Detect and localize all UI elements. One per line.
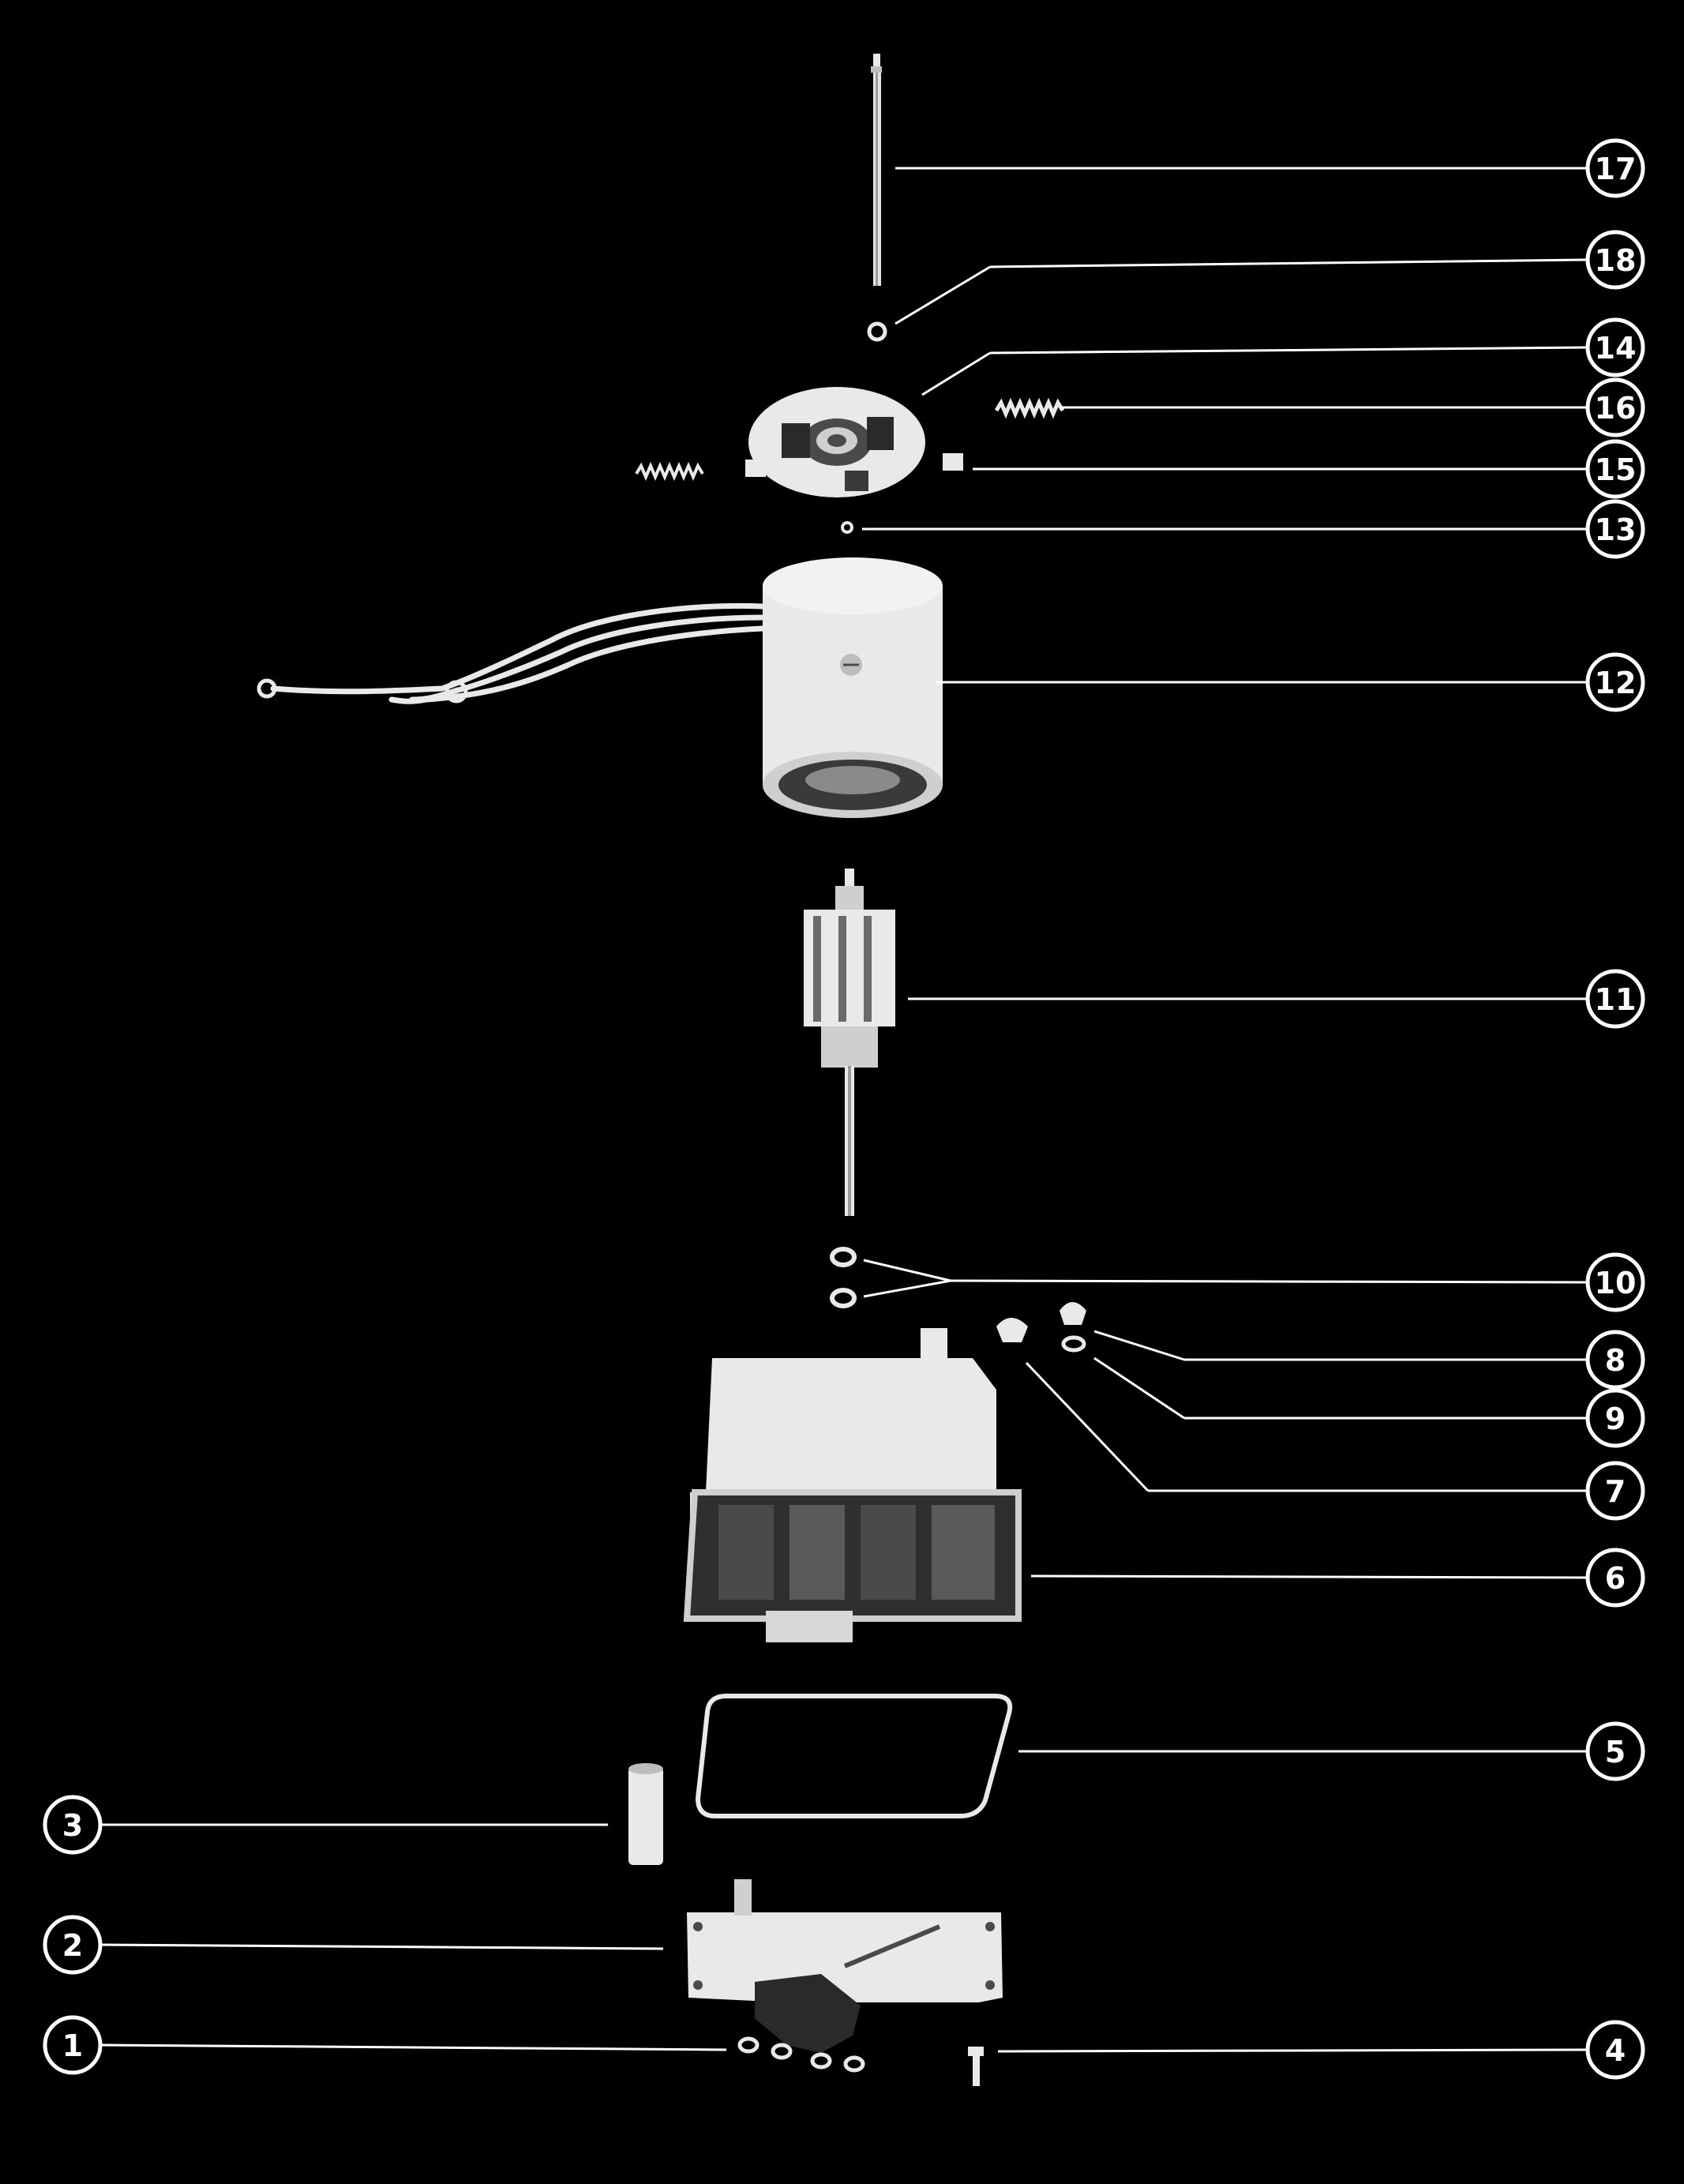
part-17-rod <box>871 54 882 286</box>
callout-15: 15 <box>1585 439 1645 499</box>
callout-15-label: 15 <box>1595 452 1637 487</box>
callout-2-label: 2 <box>62 1928 83 1963</box>
part-14-brush-plate <box>748 387 925 497</box>
callout-3: 3 <box>43 1795 103 1855</box>
callout-9-label: 9 <box>1605 1402 1626 1436</box>
callout-3-label: 3 <box>62 1808 83 1843</box>
leader-lines <box>100 167 1588 2053</box>
callout-16: 16 <box>1585 377 1645 437</box>
part-1-rings <box>737 2036 865 2073</box>
callout-8-label: 8 <box>1605 1343 1626 1378</box>
part-8-cap <box>1060 1302 1086 1325</box>
callout-2: 2 <box>43 1915 103 1975</box>
part-3-roller <box>628 1763 663 1865</box>
callout-5: 5 <box>1585 1721 1645 1781</box>
callout-13: 13 <box>1585 499 1645 559</box>
callout-10-label: 10 <box>1595 1266 1637 1300</box>
part-6-housing <box>683 1328 1022 1642</box>
callout-4: 4 <box>1585 2020 1645 2080</box>
callout-8: 8 <box>1585 1330 1645 1390</box>
part-12-motor-frame <box>763 557 943 818</box>
callout-6-label: 6 <box>1605 1561 1626 1596</box>
part-13-washer <box>841 521 853 534</box>
callout-4-label: 4 <box>1605 2033 1626 2068</box>
callout-9: 9 <box>1585 1388 1645 1448</box>
part-5-gasket <box>695 1694 1013 1818</box>
part-11-armature <box>804 869 895 1216</box>
callout-12: 12 <box>1585 652 1645 712</box>
part-15-brushes <box>745 453 963 477</box>
part-12-lead-terminals <box>257 678 468 704</box>
callout-11-label: 11 <box>1595 982 1637 1017</box>
callout-12-label: 12 <box>1595 666 1637 700</box>
callout-10: 10 <box>1585 1252 1645 1312</box>
callout-1: 1 <box>43 2015 103 2075</box>
part-16-spring <box>994 397 1065 419</box>
callout-18-label: 18 <box>1595 243 1637 278</box>
callout-13-label: 13 <box>1595 512 1637 547</box>
part-2-cover-plate <box>687 1879 1003 2053</box>
part-12-lead-wires <box>270 602 766 704</box>
callout-7-label: 7 <box>1605 1474 1626 1509</box>
part-15-spring <box>635 461 704 482</box>
callout-6: 6 <box>1585 1548 1645 1608</box>
callout-11: 11 <box>1585 969 1645 1029</box>
callout-1-label: 1 <box>62 2028 83 2063</box>
callout-16-label: 16 <box>1595 391 1637 426</box>
part-7-cap <box>996 1318 1028 1342</box>
callout-17: 17 <box>1585 138 1645 198</box>
callout-14: 14 <box>1585 317 1645 377</box>
part-9-washer <box>1061 1335 1086 1353</box>
callout-7: 7 <box>1585 1461 1645 1521</box>
callout-14-label: 14 <box>1595 331 1637 366</box>
part-10-washers <box>830 1247 857 1308</box>
callout-18: 18 <box>1585 230 1645 290</box>
part-18-washer <box>867 321 887 342</box>
callout-17-label: 17 <box>1595 152 1637 186</box>
callout-5-label: 5 <box>1605 1735 1626 1769</box>
part-4-screw <box>968 2047 984 2086</box>
